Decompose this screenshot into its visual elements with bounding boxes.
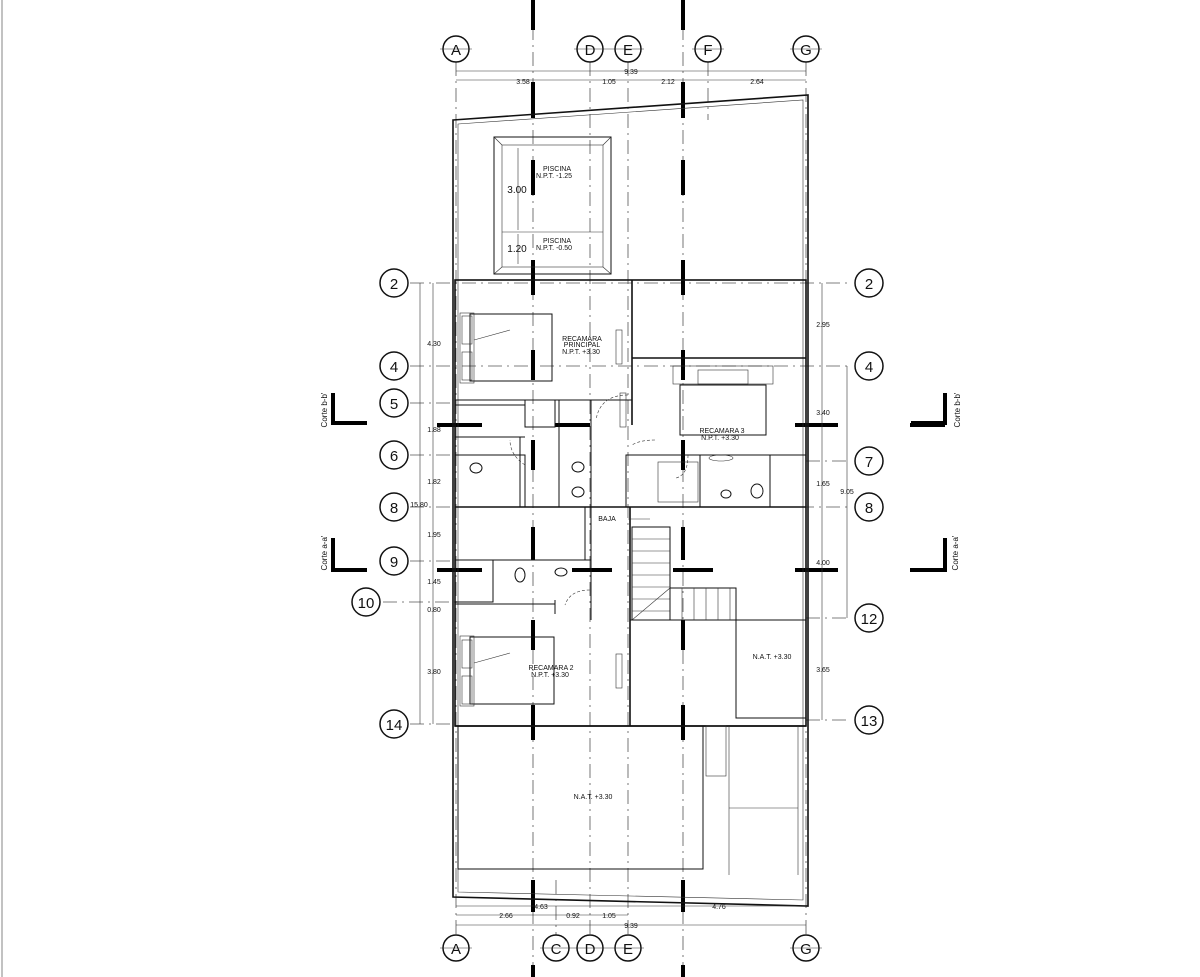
dim-pool: 3.00: [507, 185, 527, 196]
axis-label-right: 4: [865, 359, 873, 376]
dim-right: 4.00: [816, 560, 830, 567]
cut-label-a-right: Corte a-a': [951, 535, 960, 570]
axis-label-left: 2: [390, 276, 398, 293]
cut-label-a-left: Corte a-a': [320, 535, 329, 570]
dim-bottom-row2: 2.66: [499, 913, 513, 920]
room-level: N.P.T. -0.50: [536, 245, 572, 252]
bed-recamara-3: [672, 365, 774, 436]
axis-label-bottom: G: [800, 941, 812, 958]
axis-label-left: 14: [386, 717, 403, 734]
room-name: RECAMARA 3: [699, 428, 744, 435]
axis-markers-bottom: [440, 934, 822, 962]
room-name: PISCINA: [543, 238, 571, 245]
axis-markers-right: [854, 268, 884, 735]
axis-bold-bars: [437, 0, 945, 977]
dim-right: 3.40: [816, 410, 830, 417]
axis-label-left: 9: [390, 554, 398, 571]
dim-bottom-row1: 4.63: [534, 904, 548, 911]
axis-markers-top: [440, 35, 822, 63]
room-name: RECAMARA 2: [528, 665, 573, 672]
dimension-lines: [419, 70, 848, 926]
axis-label-bottom: C: [551, 941, 562, 958]
room-level: N.P.T. +3.30: [701, 435, 739, 442]
dim-left: 1.88: [427, 427, 441, 434]
room-level: N.A.T. +3.30: [753, 654, 792, 661]
axis-label-left: 8: [390, 500, 398, 517]
cut-label-b-left: Corte b-b': [320, 392, 329, 427]
axis-label-top: E: [623, 42, 633, 59]
axis-label-top: A: [451, 42, 461, 59]
section-cuts: Corte b-b' Corte b-b' Corte a-a' Corte a…: [320, 392, 962, 572]
dim-top-segment: 3.58: [516, 79, 530, 86]
dim-bottom-row1: 4.76: [712, 904, 726, 911]
dim-top-segment: 1.05: [602, 79, 616, 86]
dim-top-total: 9.39: [624, 69, 638, 76]
dim-right-total: 9.05: [840, 489, 854, 496]
axis-label-right: 7: [865, 454, 873, 471]
bed-principal: [459, 312, 553, 384]
dim-right: 2.95: [816, 322, 830, 329]
axis-label-top: F: [703, 42, 712, 59]
bath-fixtures: [469, 454, 764, 583]
room-name: PRINCIPAL: [564, 342, 601, 349]
dim-left-total: 15.80: [410, 502, 428, 509]
dim-left: 3.80: [427, 669, 441, 676]
axis-label-right: 13: [861, 713, 878, 730]
room-level: N.P.T. +3.30: [531, 672, 569, 679]
bed-recamara-2: [459, 635, 555, 707]
room-name: PISCINA: [543, 166, 571, 173]
room-name: RECAMARA: [562, 336, 602, 343]
axis-markers-left: [351, 268, 409, 739]
dim-left: 1.82: [427, 479, 441, 486]
dim-right: 1.65: [816, 481, 830, 488]
axis-label-right: 8: [865, 500, 873, 517]
axis-label-top: D: [585, 42, 596, 59]
dim-left: 4.30: [427, 341, 441, 348]
room-labels: PISCINA N.P.T. -1.25 PISCINA N.P.T. -0.5…: [528, 166, 791, 801]
dim-left: 1.45: [427, 579, 441, 586]
room-level: N.P.T. -1.25: [536, 173, 572, 180]
stairs-label: BAJA: [598, 516, 616, 523]
dim-top-segment: 2.64: [750, 79, 764, 86]
dim-top-segment: 2.12: [661, 79, 675, 86]
stairs: [628, 518, 737, 621]
axis-label-left: 6: [390, 448, 398, 465]
dim-bottom-total: 9.39: [624, 923, 638, 930]
axis-label-top: G: [800, 42, 812, 59]
dim-right: 3.65: [816, 667, 830, 674]
dim-bottom-row2: 1.05: [602, 913, 616, 920]
walls: [454, 279, 807, 875]
axis-label-left: 10: [358, 595, 375, 612]
dim-pool: 1.20: [507, 244, 527, 255]
dim-left: 1.95: [427, 532, 441, 539]
axis-label-bottom: E: [623, 941, 633, 958]
room-level: N.P.T. +3.30: [562, 349, 600, 356]
building-outline: [452, 94, 809, 907]
axis-labels: A D E F G A C D E G 2 4 5 6 8 9 10 14 2 …: [358, 42, 878, 958]
room-level: N.A.T. +3.30: [574, 794, 613, 801]
cut-label-b-right: Corte b-b': [953, 392, 962, 427]
axis-label-right: 2: [865, 276, 873, 293]
axis-label-bottom: A: [451, 941, 461, 958]
dim-bottom-row2: 0.92: [566, 913, 580, 920]
dim-left: 0.80: [427, 607, 441, 614]
axis-label-left: 4: [390, 359, 398, 376]
doors: [509, 329, 689, 689]
axis-label-left: 5: [390, 396, 398, 413]
dimension-labels: 9.39 3.58 1.05 2.12 2.64 4.63 4.76 2.66 …: [410, 69, 854, 930]
pool: [493, 136, 612, 275]
axis-label-bottom: D: [585, 941, 596, 958]
axis-label-right: 12: [861, 611, 878, 628]
